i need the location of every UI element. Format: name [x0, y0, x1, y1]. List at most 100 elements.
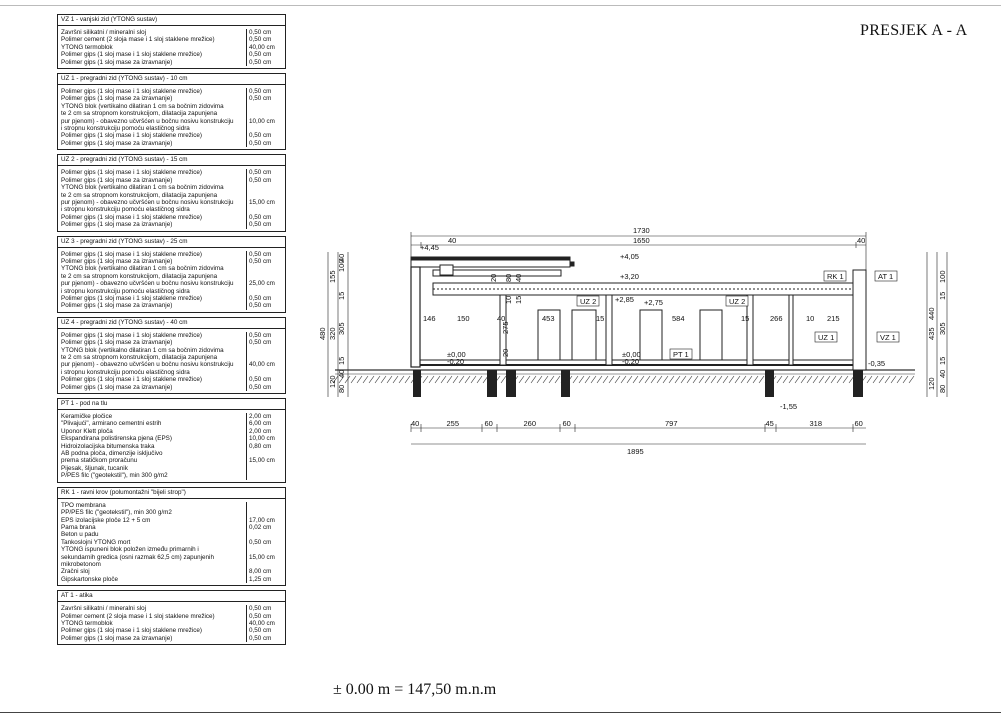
spec-layer: i stropnu konstrukciju pomoću elastičnog…	[58, 206, 247, 214]
spec-layer: Polimer gips (1 sloj mase za izravnanje)	[58, 95, 247, 103]
left-dim-label: 100	[337, 259, 346, 272]
spec-header: UZ 2 - pregradni zid (YTONG sustav) - 15…	[58, 155, 285, 167]
spec-row: Polimer gips (1 sloj mase za izravnanje)…	[58, 139, 285, 148]
spec-layer: te 2 cm sa stropnom konstrukcijom, dilat…	[58, 272, 247, 281]
right-dim-label: 440	[927, 307, 936, 320]
spec-row: Polimer gips (1 sloj mase i 1 sloj stakl…	[58, 88, 285, 96]
spec-layer: Polimer gips (1 sloj mase za izravnanje)	[58, 339, 247, 347]
spec-thickness: 0,50 cm	[249, 221, 272, 229]
spec-layer: te 2 cm sa stropnom konstrukcijom, dilat…	[58, 354, 247, 362]
level-mark: -0,20	[622, 357, 639, 366]
dim-bottom-segment: 318	[810, 419, 823, 428]
spec-thickness: 2,00 cm	[249, 413, 272, 421]
spec-layer: Polimer gips (1 sloj mase i 1 sloj stakl…	[58, 51, 247, 59]
element-label-box	[876, 331, 900, 343]
inner-dim-label: 15	[596, 314, 604, 323]
spec-row: Polimer gips (1 sloj mase za izravnanje)…	[58, 634, 285, 643]
spec-row: Pijesak, šljunak, tucanik	[58, 464, 285, 473]
inner-dim-label: 40	[497, 314, 505, 323]
spec-thickness: 0,80 cm	[249, 442, 272, 450]
dim-bottom-segment: 40	[411, 419, 419, 428]
spec-layer: YTONG blok (vertikalno dilatiran 1 cm sa…	[58, 265, 247, 273]
spec-layer: Tankoslojni YTONG mort	[58, 538, 247, 547]
spec-row: i stropnu konstrukciju pomoću elastičnog…	[58, 206, 285, 214]
spec-row: pur pjenom) - obavezno učvršćen u bočnu …	[58, 280, 285, 288]
spec-thickness: 10,00 cm	[249, 117, 275, 125]
spec-row: Polimer gips (1 sloj mase i 1 sloj stakl…	[58, 132, 285, 140]
spec-thickness: 1,25 cm	[249, 575, 272, 583]
dim-bottom-segment: 60	[855, 419, 863, 428]
bottom-border	[0, 712, 1001, 713]
spec-thickness: 0,50 cm	[249, 612, 272, 620]
level-mark: ±0,00	[622, 350, 641, 359]
spec-thickness: 15,00 cm	[249, 553, 275, 561]
dim-top-right: 40	[857, 236, 865, 245]
element-label-box	[823, 270, 847, 282]
spec-thickness: 0,50 cm	[249, 51, 272, 59]
spec-thickness: 0,50 cm	[249, 627, 272, 635]
spec-row: YTONG blok (vertikalno dilatiran 1 cm sa…	[58, 184, 285, 192]
spec-row: YTONG blok (vertikalno dilatiran 1 cm sa…	[58, 102, 285, 111]
spec-layer: Polimer gips (1 sloj mase za izravnanje)	[58, 58, 247, 67]
element-label: UZ 1	[818, 333, 834, 342]
spec-thickness: 0,02 cm	[249, 523, 272, 531]
spec-row: i stropnu konstrukciju pomoću elastičnog…	[58, 287, 285, 295]
section-title: PRESJEK A - A	[860, 22, 968, 39]
spec-layer: pur pjenom) - obavezno učvršćen u bočnu …	[58, 117, 247, 126]
spec-table: UZ 4 - pregradni zid (YTONG sustav) - 40…	[57, 316, 286, 395]
spec-row: Polimer gips (1 sloj mase i 1 sloj stakl…	[58, 250, 285, 258]
spec-layer: Polimer gips (1 sloj mase i 1 sloj stakl…	[58, 132, 247, 140]
spec-layer: Hidroizolacijska bitumenska traka	[58, 442, 247, 451]
inner-dim-label: 20	[501, 349, 510, 357]
spec-layer: Polimer gips (1 sloj mase i 1 sloj stakl…	[58, 627, 247, 635]
spec-row: TPO membrana	[58, 501, 285, 510]
left-dim-label: 120	[328, 375, 337, 388]
left-dim-label: 320	[328, 327, 337, 340]
element-label: PT 1	[673, 350, 689, 359]
spec-thickness: 2,00 cm	[249, 427, 272, 435]
spec-layer: Završni silikatni / mineralni sloj	[58, 29, 247, 37]
right-dim-label: 15	[938, 357, 947, 365]
spec-thickness: 0,50 cm	[249, 376, 272, 384]
spec-row: te 2 cm sa stropnom konstrukcijom, dilat…	[58, 272, 285, 281]
left-dim-label: 480	[318, 327, 327, 340]
spec-table: RK 1 - ravni krov (polumontažni "bijeli …	[57, 486, 286, 587]
spec-layer: YTONG blok (vertikalno dilatiran 1 cm sa…	[58, 346, 247, 354]
spec-layer: i stropnu konstrukciju pomoću elastičnog…	[58, 125, 247, 133]
left-dim-label: 155	[328, 270, 337, 283]
level-mark: +3,20	[620, 272, 639, 281]
spec-layer: YTONG termoblok	[58, 43, 247, 52]
spec-row: Polimer gips (1 sloj mase i 1 sloj stakl…	[58, 213, 285, 222]
spec-layer: YTONG ispuneni blok položen između prima…	[58, 546, 247, 554]
spec-thickness: 8,00 cm	[249, 568, 272, 576]
spec-header: UZ 3 - pregradni zid (YTONG sustav) - 25…	[58, 237, 285, 248]
spec-row: Polimer gips (1 sloj mase i 1 sloj stakl…	[58, 169, 285, 177]
spec-thickness: 0,50 cm	[249, 29, 272, 36]
inner-dim-label: 15	[741, 314, 749, 323]
spec-layer: Pijesak, šljunak, tucanik	[58, 464, 247, 473]
spec-layer: Polimer gips (1 sloj mase za izravnanje)	[58, 176, 247, 185]
spec-row: Polimer gips (1 sloj mase za izravnanje)…	[58, 339, 285, 347]
spec-layer: Polimer gips (1 sloj mase za izravnanje)	[58, 634, 247, 643]
dim-bottom-segment: 60	[485, 419, 493, 428]
top-dimensions	[410, 232, 867, 270]
building-section	[410, 256, 867, 371]
spec-row: P/PES filc ("geotekstil"), min 300 g/m2	[58, 472, 285, 480]
spec-thickness: 0,50 cm	[249, 88, 272, 96]
dim-bottom-total: 1895	[627, 447, 644, 456]
spec-thickness: 25,00 cm	[249, 280, 275, 288]
spec-thickness: 0,50 cm	[249, 95, 272, 103]
spec-layer: Polimer gips (1 sloj mase i 1 sloj stakl…	[58, 331, 247, 340]
spec-row: Polimer gips (1 sloj mase i 1 sloj stakl…	[58, 51, 285, 59]
spec-layer: Polimer gips (1 sloj mase za izravnanje)	[58, 139, 247, 148]
spec-thickness: 0,50 cm	[249, 132, 272, 140]
spec-thickness: 0,50 cm	[249, 302, 272, 310]
